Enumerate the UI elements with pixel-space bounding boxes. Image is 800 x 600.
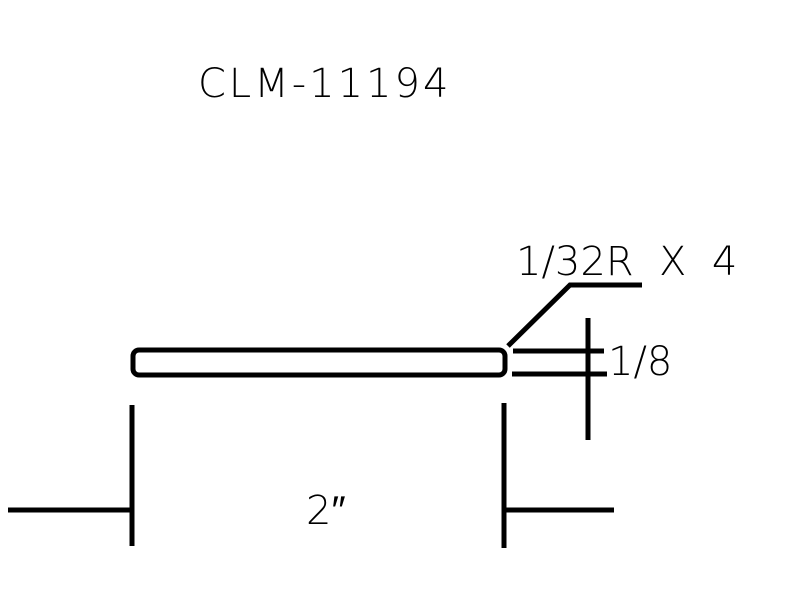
width-dimension-label: 2″	[306, 488, 346, 534]
thickness-dimension-label: 1/8	[608, 339, 672, 385]
radius-callout: 1/32R X 4	[516, 239, 737, 285]
radius-leader-line	[506, 282, 642, 348]
part-number-title: CLM-11194	[198, 61, 451, 107]
part-profile	[130, 347, 508, 378]
